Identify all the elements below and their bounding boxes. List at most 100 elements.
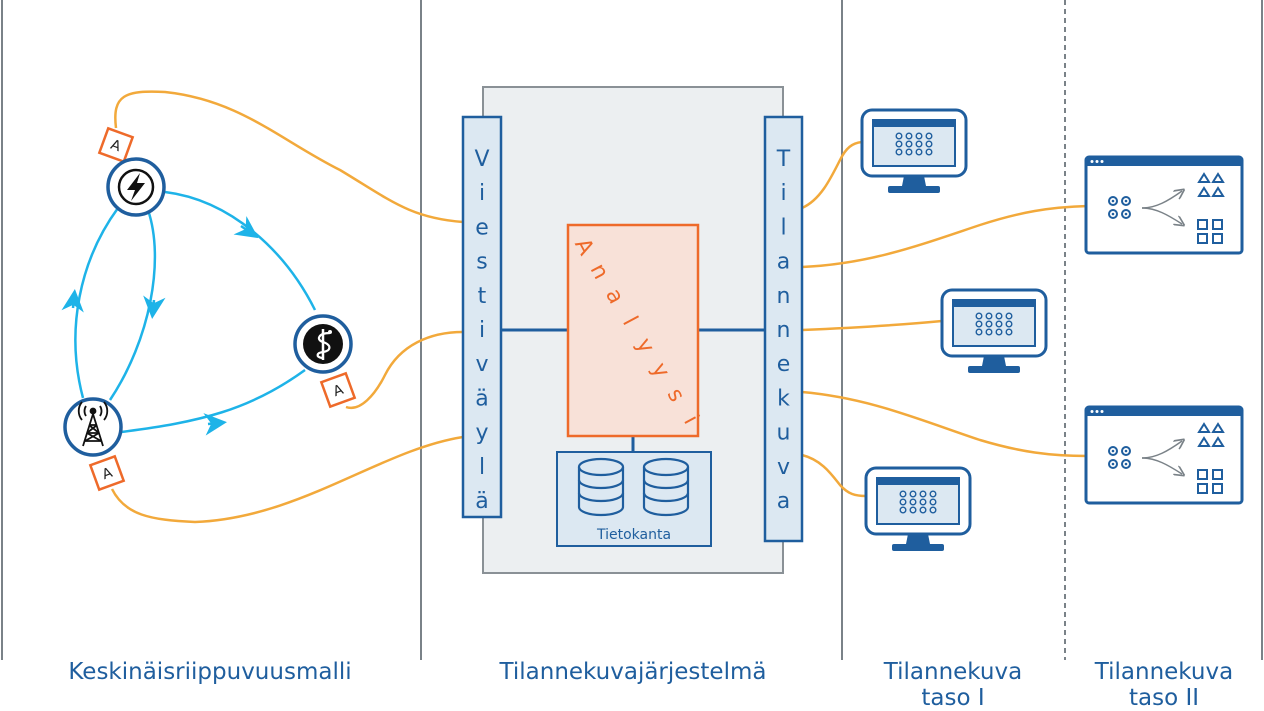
bus-right-letter: e xyxy=(777,352,791,377)
connection-tilannekuva-to-monitor3 xyxy=(801,453,867,498)
connection-tilannekuva-to-monitor2 xyxy=(801,319,943,332)
bus-left-letter: ä xyxy=(475,489,488,514)
bus-right-letter: v xyxy=(777,455,790,480)
connection-tilannekuva-to-dashboard2 xyxy=(801,390,1089,458)
arrowhead-4 xyxy=(203,413,227,436)
screen-dot xyxy=(929,498,937,506)
dependency-tower-to-power xyxy=(74,207,120,399)
screen-dot xyxy=(909,498,917,506)
arrowhead-1 xyxy=(233,216,259,239)
bus-left-letter: l xyxy=(479,455,485,480)
screen-dot xyxy=(899,498,907,506)
screen-dot xyxy=(895,140,903,148)
screen-dot xyxy=(929,490,937,498)
screen-dot xyxy=(975,312,983,320)
node-medical xyxy=(293,314,353,374)
agent-tag-power: A xyxy=(97,126,135,164)
dependency-power-to-medical xyxy=(164,190,317,311)
screen-dot xyxy=(895,132,903,140)
bus-left-letter: y xyxy=(475,421,488,446)
medical-caduceus-icon xyxy=(303,324,343,364)
screen-dot xyxy=(929,506,937,514)
bus-left-letter: ä xyxy=(475,386,488,411)
connection-tilannekuva-to-monitor1 xyxy=(801,140,863,210)
monitor-icon xyxy=(860,108,968,193)
connection-tower-to-bus xyxy=(110,435,464,524)
screen-dot xyxy=(909,490,917,498)
section-label-level1-line2: taso I xyxy=(921,685,985,711)
monitor-icon xyxy=(940,288,1048,373)
screen-dot xyxy=(919,490,927,498)
monitor-icon xyxy=(864,466,972,551)
dependency-medical-to-tower xyxy=(120,368,306,434)
lightning-icon xyxy=(117,168,155,206)
bus-right-letter: k xyxy=(777,386,790,411)
screen-dot xyxy=(975,320,983,328)
bus-right-letter: l xyxy=(780,215,786,240)
screen-dot xyxy=(985,328,993,336)
bus-right-letter: a xyxy=(777,250,790,275)
screen-dot xyxy=(925,132,933,140)
screen-dot xyxy=(915,132,923,140)
database-icon xyxy=(577,457,625,517)
agent-tag-tower: A xyxy=(88,454,126,492)
screen-dot xyxy=(995,328,1003,336)
dashboard-window-icon xyxy=(1084,155,1244,255)
screen-dot xyxy=(905,140,913,148)
screen-dot xyxy=(975,328,983,336)
section-label-level1-line1: Tilannekuva xyxy=(883,659,1023,685)
screen-dot xyxy=(915,140,923,148)
dashboard-1 xyxy=(1084,155,1244,255)
screen-dot xyxy=(985,320,993,328)
section-label-level2: Tilannekuva taso II xyxy=(1064,659,1264,711)
screen-dot xyxy=(995,312,1003,320)
screen-dot xyxy=(925,140,933,148)
bus-left-letter: i xyxy=(479,318,485,343)
screen-dot xyxy=(985,312,993,320)
section-label-level1: Tilannekuva taso I xyxy=(853,659,1053,711)
monitor-3 xyxy=(864,466,972,551)
connection-power-to-bus xyxy=(114,90,464,224)
section-label-level2-line2: taso II xyxy=(1128,685,1200,711)
bus-left-letter: t xyxy=(478,284,487,309)
database-box: Tietokanta xyxy=(556,451,712,547)
section-dividers xyxy=(1,0,1263,660)
bus-left-letter: v xyxy=(475,352,488,377)
bus-right-letter: i xyxy=(780,181,786,206)
dashboard-window-icon xyxy=(1084,405,1244,505)
bus-left-letter: s xyxy=(476,250,487,275)
data-connections xyxy=(110,90,1089,524)
screen-dot xyxy=(905,132,913,140)
screen-dot xyxy=(909,506,917,514)
screen-dot xyxy=(995,320,1003,328)
screen-dot xyxy=(899,490,907,498)
section-label-level2-line1: Tilannekuva xyxy=(1094,659,1234,685)
screen-dot xyxy=(925,148,933,156)
screen-dot xyxy=(905,148,913,156)
dependency-power-to-tower xyxy=(108,209,157,401)
screen-dot xyxy=(1005,320,1013,328)
bus-left-letter: e xyxy=(475,215,489,240)
node-radio-tower xyxy=(63,397,123,457)
interdependency-graph xyxy=(61,190,317,436)
monitor-1 xyxy=(860,108,968,193)
screen-dot xyxy=(895,148,903,156)
bus-right-letter: n xyxy=(777,318,791,343)
section-label-system: Tilannekuvajärjestelmä xyxy=(499,659,767,685)
arrowhead-3 xyxy=(61,289,84,313)
bus-tilannekuva: Tilannekuva xyxy=(763,115,804,543)
bus-left-letter: i xyxy=(479,181,485,206)
screen-dot xyxy=(915,148,923,156)
database-icon xyxy=(642,457,690,517)
bus-right-letter: T xyxy=(776,147,791,172)
database-label: Tietokanta xyxy=(596,527,671,543)
node-power xyxy=(106,157,166,217)
dashboard-2 xyxy=(1084,405,1244,505)
bus-tilannekuva-letters: Tilannekuva xyxy=(776,147,791,514)
screen-dot xyxy=(919,506,927,514)
